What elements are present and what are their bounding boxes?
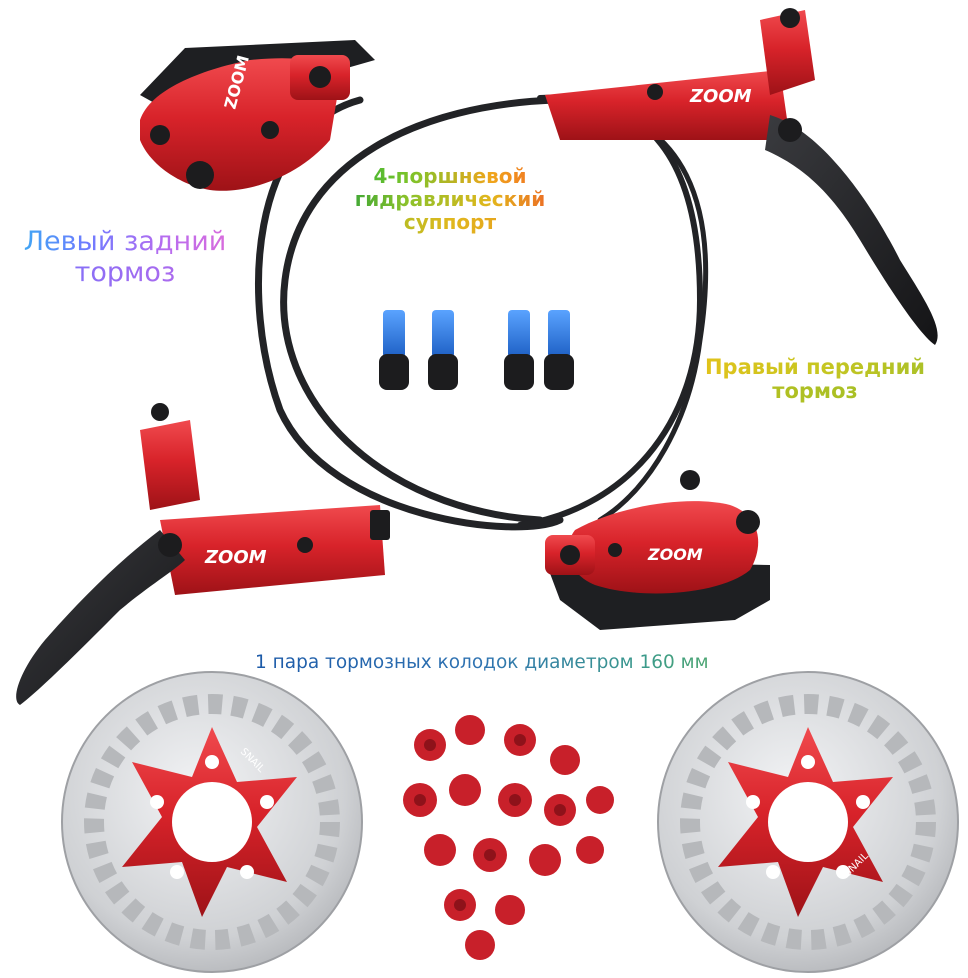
label-left-line-1: Левый задний bbox=[0, 226, 250, 257]
label-right-line-1: Правый передний bbox=[680, 355, 950, 379]
hydraulic-hose bbox=[255, 94, 709, 531]
label-caliper-line-3: суппорт bbox=[325, 211, 575, 234]
label-left-rear-brake: Левый задний тормоз bbox=[0, 226, 250, 288]
label-caliper-line-2: гидравлический bbox=[325, 188, 575, 211]
caliper-top-left: ZOOM bbox=[140, 40, 375, 191]
rotor-screws bbox=[395, 695, 625, 970]
caliper-bottom-right: ZOOM bbox=[545, 470, 770, 630]
label-left-line-2: тормоз bbox=[0, 257, 250, 288]
lever-brand-marking: ZOOM bbox=[689, 86, 752, 107]
label-brake-pads: 1 пара тормозных колодок диаметром 160 м… bbox=[255, 652, 815, 673]
brake-lever-right: ZOOM bbox=[545, 8, 938, 345]
label-right-front-brake: Правый передний тормоз bbox=[680, 355, 950, 403]
brake-lever-left: ZOOM bbox=[16, 403, 390, 705]
brake-rotor-left: SNAIL bbox=[61, 671, 363, 973]
label-right-line-2: тормоз bbox=[680, 379, 950, 403]
lever-left-brand-marking: ZOOM bbox=[204, 547, 267, 568]
caliper-bottom-brand-marking: ZOOM bbox=[647, 545, 703, 564]
label-caliper: 4-поршневой гидравлический суппорт bbox=[325, 165, 575, 234]
mounting-bolts bbox=[379, 310, 574, 390]
label-caliper-line-1: 4-поршневой bbox=[325, 165, 575, 188]
brake-rotor-right: SNAIL bbox=[657, 671, 959, 973]
